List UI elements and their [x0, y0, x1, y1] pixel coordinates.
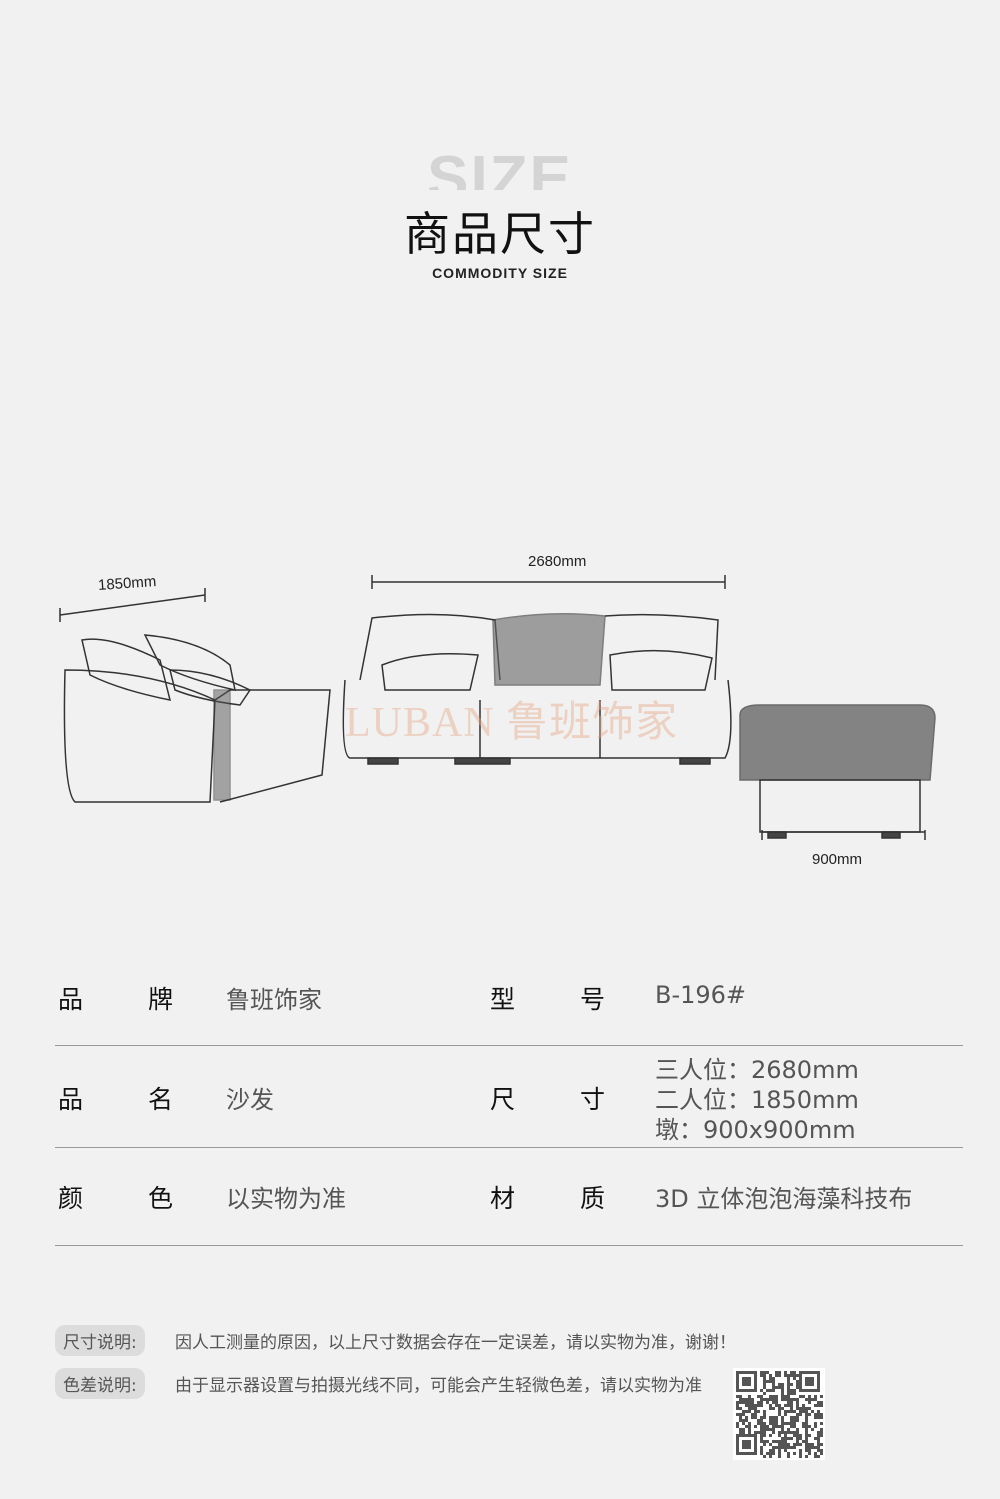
sofa-diagram	[59, 575, 936, 840]
material-value: 3D 立体泡泡海藻科技布	[655, 1185, 913, 1213]
label-char: 名	[148, 1085, 174, 1114]
ottoman-dimension: 900mm	[812, 851, 863, 868]
label-char: 型	[490, 985, 516, 1014]
divider	[55, 1045, 963, 1046]
label-char: 质	[580, 1184, 606, 1213]
divider	[55, 1147, 963, 1148]
color-note-tag: 色差说明:	[55, 1368, 145, 1399]
page-title: 商品尺寸	[404, 207, 596, 261]
label-char: 品	[58, 985, 84, 1014]
background-size-word: SIZE	[427, 144, 573, 190]
label-char: 号	[580, 985, 606, 1014]
label-char: 色	[148, 1184, 174, 1213]
brand-watermark: LUBAN 鲁班饰家	[345, 700, 679, 746]
size-value-2seat: 二人位：1850mm	[655, 1086, 859, 1114]
size-value-ottoman: 墩：900x900mm	[655, 1116, 856, 1144]
ottoman-drawing	[739, 704, 936, 840]
label-char: 材	[490, 1184, 516, 1213]
name-value: 沙发	[226, 1086, 274, 1114]
sofa-dimension: 2680mm	[528, 553, 587, 570]
label-char: 尺	[490, 1085, 516, 1114]
size-value-3seat: 三人位：2680mm	[655, 1056, 859, 1084]
color-note-text: 由于显示器设置与拍摄光线不同，可能会产生轻微色差，请以实物为准	[175, 1376, 702, 1396]
qr-code-icon	[733, 1368, 825, 1460]
loveseat-drawing	[59, 588, 331, 803]
three-seat-sofa-drawing	[342, 575, 732, 765]
brand-value: 鲁班饰家	[226, 986, 322, 1014]
label-char: 牌	[148, 985, 174, 1014]
size-note-tag: 尺寸说明:	[55, 1325, 145, 1356]
label-char: 颜	[58, 1184, 84, 1213]
size-note-text: 因人工测量的原因，以上尺寸数据会存在一定误差，请以实物为准，谢谢！	[175, 1333, 736, 1353]
label-char: 寸	[580, 1085, 606, 1114]
label-char: 品	[58, 1085, 84, 1114]
page-subtitle: COMMODITY SIZE	[432, 265, 568, 281]
color-value: 以实物为准	[226, 1185, 346, 1213]
divider	[55, 1245, 963, 1246]
model-value: B-196#	[655, 981, 747, 1009]
